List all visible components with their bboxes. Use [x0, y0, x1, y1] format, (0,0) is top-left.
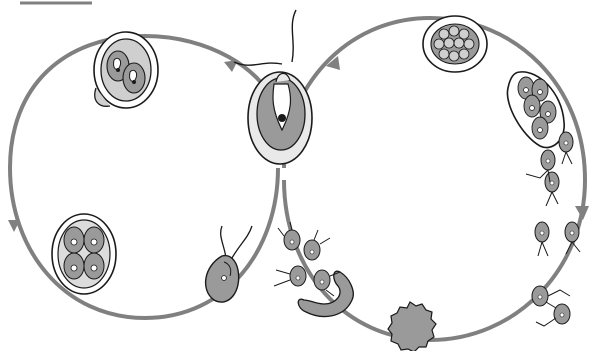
amoeboid-cell-icon: [274, 222, 353, 316]
gamete-fusion-icon: [532, 286, 570, 326]
palmelloid-colony-icon: [423, 16, 487, 72]
central-biflagellate-cell-icon: [234, 10, 312, 164]
four-cell-cyst-icon: [52, 214, 116, 294]
arrowhead-icon: [224, 60, 238, 72]
arrowhead-icon: [575, 206, 589, 220]
dividing-cyst-icon: [94, 32, 158, 108]
released-flagellate-cells-icon: [526, 132, 580, 256]
zygote-icon: [388, 302, 436, 351]
swimming-zoospore-icon: [206, 226, 252, 302]
